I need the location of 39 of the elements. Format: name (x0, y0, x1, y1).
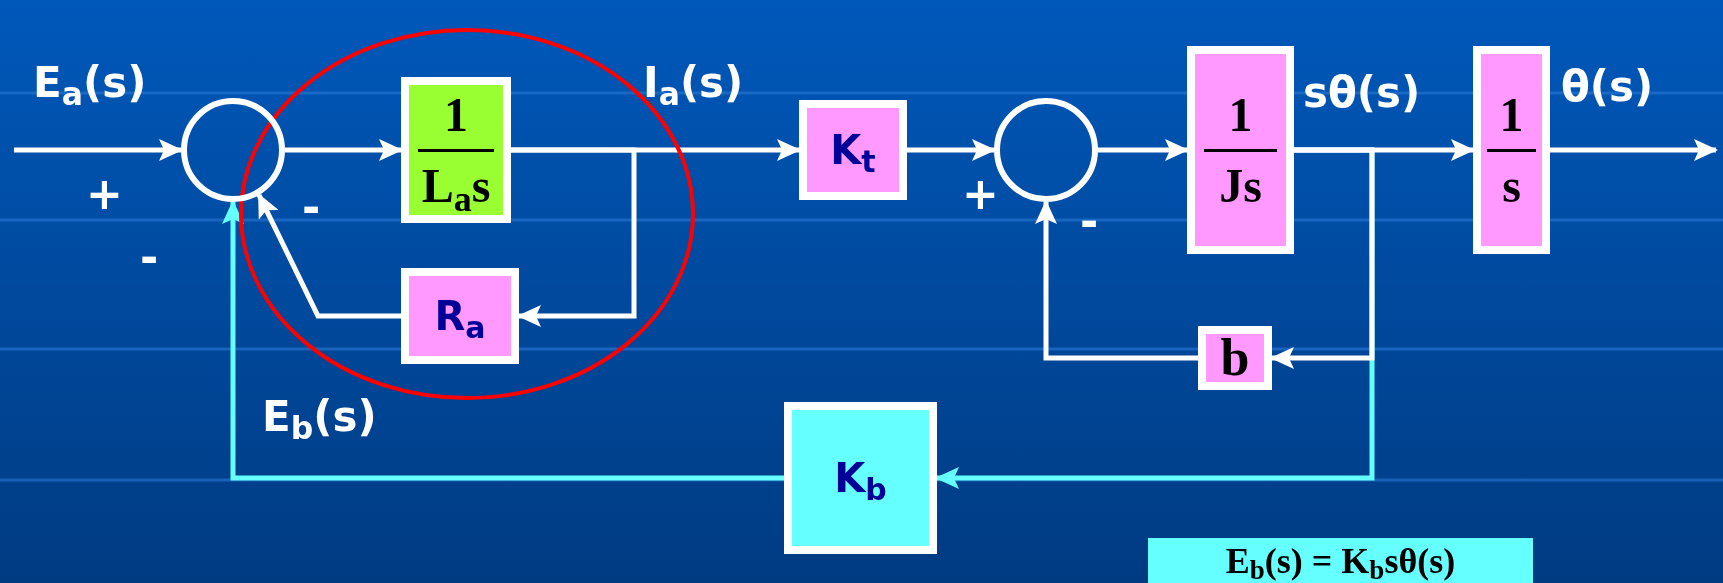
signal-label: E$_{a}$(s) (33, 62, 147, 104)
signal-label: - (140, 236, 159, 280)
arrow (1550, 139, 1718, 161)
signal-label: E$_{b}$(s) (262, 396, 377, 438)
equation: E$_{b}$(s) = K$_{b}$sθ(s) (1148, 538, 1533, 583)
arrow (907, 139, 996, 161)
signal-label: θ(s) (1561, 66, 1654, 108)
denominator: L$_{a}$s (421, 161, 491, 210)
signal-label: I$_{a}$(s) (643, 62, 744, 104)
denominator: s (1502, 161, 1521, 210)
transfer-block (401, 77, 511, 223)
transfer-block (799, 100, 907, 200)
arrow (1035, 200, 1198, 361)
numerator: 1 (1499, 90, 1524, 139)
numerator: 1 (444, 90, 468, 139)
signal-label: - (1080, 200, 1099, 244)
arrow (14, 139, 183, 161)
arrow (285, 139, 403, 161)
gain: R$_{a}$ (434, 296, 486, 336)
gain: K$_{b}$ (834, 458, 887, 498)
numerator: 1 (1228, 90, 1253, 139)
summing-junction (994, 98, 1098, 202)
arrow (222, 200, 784, 481)
arrow (511, 147, 637, 327)
signal-label: + (86, 172, 123, 216)
signal-label: + (962, 172, 999, 216)
transfer-block (1187, 46, 1294, 254)
signal-label: - (302, 186, 321, 230)
summing-junction (181, 98, 285, 202)
gain: K$_{t}$ (830, 130, 876, 170)
transfer-block (784, 402, 937, 554)
transfer-block (1473, 46, 1550, 254)
transfer-block (401, 268, 519, 364)
arrow (1098, 139, 1189, 161)
denominator: Js (1219, 161, 1262, 210)
signal-label: sθ(s) (1303, 72, 1421, 114)
arrow (256, 193, 401, 319)
gain: b (1220, 332, 1250, 384)
transfer-block (1198, 326, 1272, 390)
